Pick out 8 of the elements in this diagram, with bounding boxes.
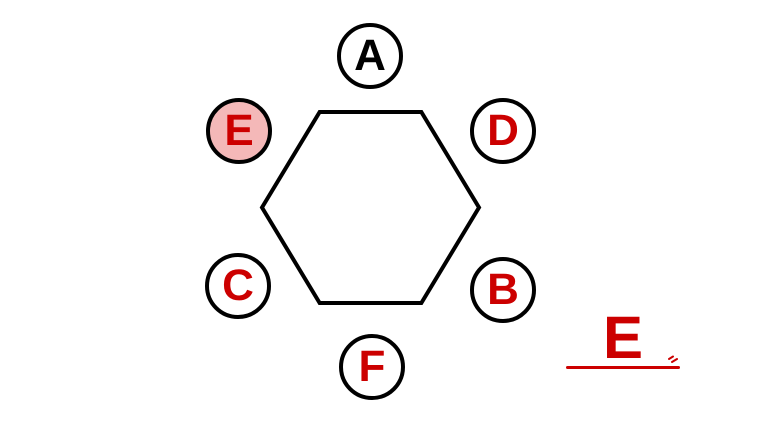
letter-circle: C	[205, 253, 271, 319]
highlighted-letter-circle: E	[206, 98, 272, 164]
letter-circle: D	[470, 98, 536, 164]
letter-circle: B	[470, 257, 536, 323]
answer-letter: E	[603, 308, 644, 368]
hexagon-outline	[260, 110, 481, 305]
letter-circle: A	[337, 23, 403, 89]
letter-circle: F	[339, 334, 405, 400]
